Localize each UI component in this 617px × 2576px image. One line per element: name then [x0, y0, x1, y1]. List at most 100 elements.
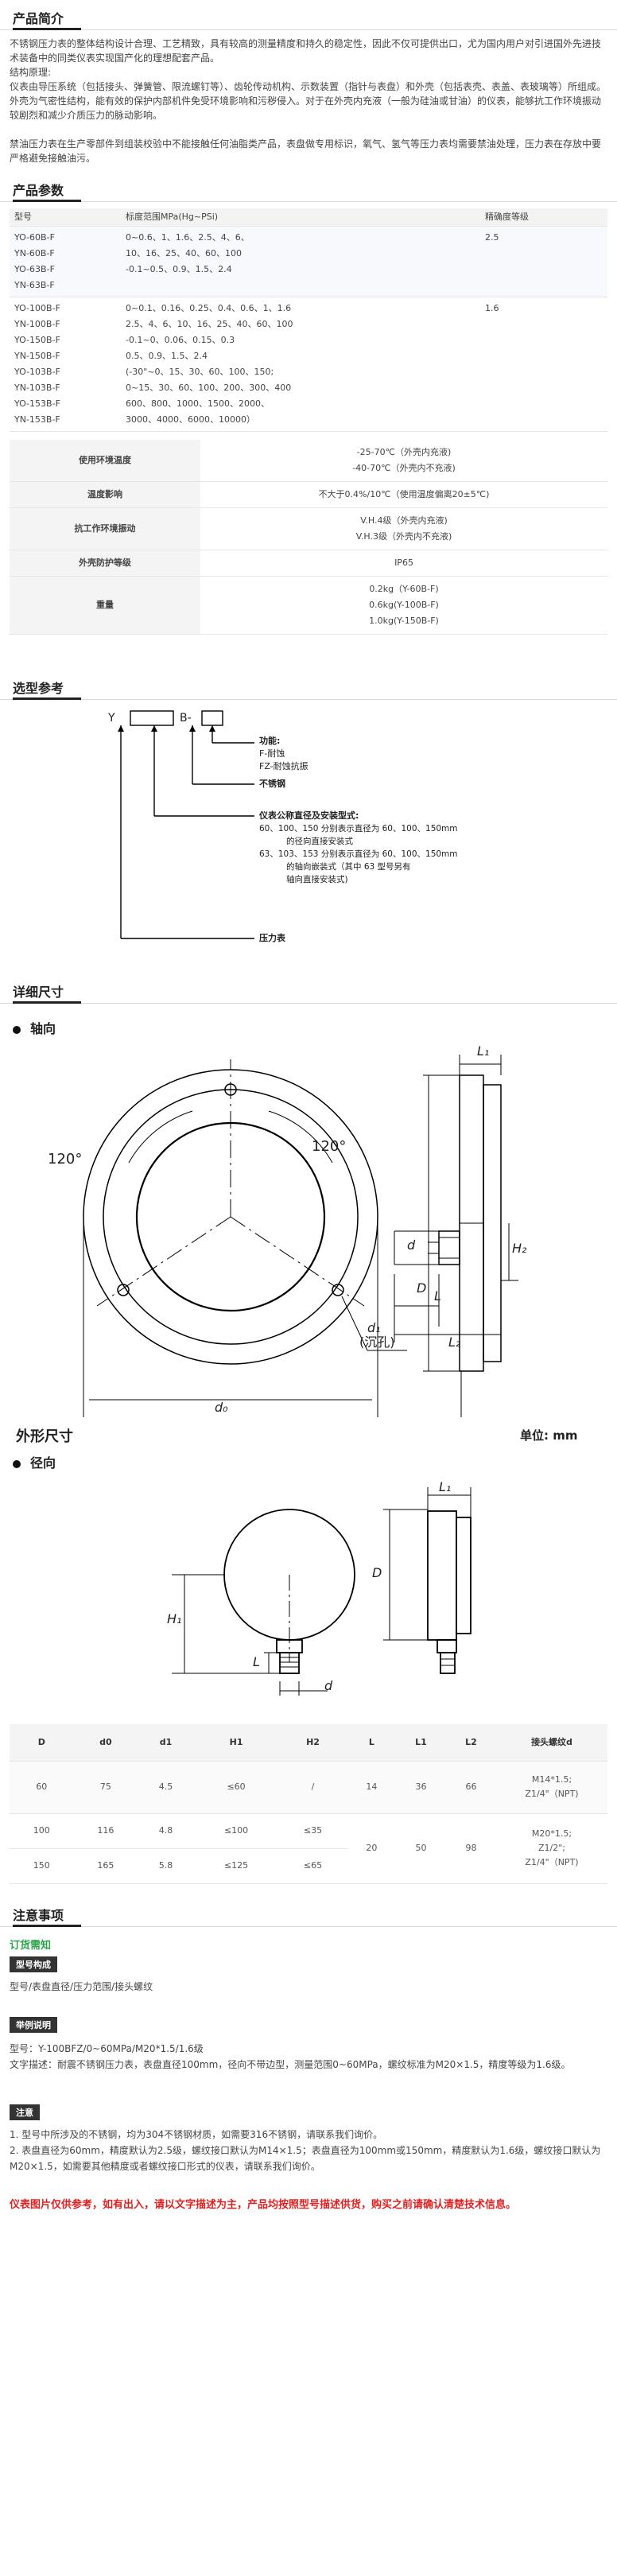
range-cell: 3000、4000、6000、10000）: [126, 414, 255, 425]
tag-row: 举例说明: [0, 2016, 617, 2033]
dim-cell: ≤100: [193, 1813, 279, 1849]
order-title: 订货需知: [10, 1939, 52, 1952]
principle-label: 结构原理:: [10, 67, 52, 78]
model-structure-tag: 型号构成: [10, 1956, 57, 1972]
dim-cell: 100: [10, 1813, 74, 1849]
principle-paragraph: 仪表由导压系统（包括接头、弹簧管、限流螺钉等）、齿轮传动机构、示数装置（指针与表…: [10, 81, 607, 121]
env-label: 重量: [10, 576, 200, 635]
oil-free-paragraph: 禁油压力表在生产零部件到组装校验中不能接触任何油脂类产品，表盘做专用标识，氧气、…: [10, 138, 602, 164]
bullet-icon: [13, 1025, 21, 1034]
range-cell: 2.5、4、6、10、16、25、40、60、100: [126, 319, 293, 329]
group2-models: YO-100B-F YN-100B-F YO-150B-F YN-150B-F …: [10, 297, 121, 432]
thread-line: Z1/2";: [537, 1843, 565, 1853]
code-letter-b: B-: [180, 712, 192, 725]
example-description: 文字描述：耐震不锈钢压力表，表盘直径100mm，径向不带边型，测量范围0~60M…: [10, 2058, 571, 2070]
selection-heading: 选型参考: [13, 681, 64, 696]
env-line: V.H.3级（外壳内不充液): [355, 531, 452, 542]
angle-right-label: 120°: [312, 1138, 347, 1155]
params-header-row: 型号 标度范围MPa(Hg~PSi) 精确度等级: [10, 208, 607, 227]
diameter-box: [130, 710, 174, 726]
params-heading: 产品参数: [13, 183, 64, 198]
dimensions-section-header: 详细尺寸: [0, 975, 617, 1004]
dim-d1: d₁: [367, 1320, 381, 1335]
dim-l1: L₁: [477, 1043, 490, 1059]
dim-cell: 14: [347, 1761, 396, 1814]
model-cell: YO-150B-F: [14, 335, 60, 345]
env-line: -25-70℃（外壳内充液): [356, 447, 452, 457]
dim-h2: H₂: [512, 1241, 527, 1256]
dim-cell: ≤125: [193, 1848, 279, 1884]
outline-title: 外形尺寸: [16, 1428, 73, 1445]
dim-header: d0: [73, 1724, 138, 1762]
env-value: V.H.4级（外壳内充液) V.H.3级（外壳内不充液): [200, 507, 607, 550]
dim-D: D: [417, 1280, 427, 1296]
env-row: 外壳防护等级 IP65: [10, 550, 607, 577]
group2-ranges: 0~0.1、0.16、0.25、0.4、0.6、1、1.6 2.5、4、6、10…: [121, 297, 480, 432]
dim-d-small: d: [407, 1237, 416, 1253]
radial-drawing: L₁ D H₁ L d: [10, 1481, 607, 1724]
model-cell: YO-60B-F: [14, 232, 55, 243]
thread-cell: M14*1.5; Z1/4"（NPT): [496, 1761, 607, 1814]
size-line: 的径向直接安装式: [286, 837, 353, 846]
env-row: 温度影响 不大于0.4%/10℃（使用温度偏离20±5℃): [10, 481, 607, 508]
env-row: 重量 0.2kg（Y-60B-F) 0.6kg(Y-100B-F) 1.0kg(…: [10, 576, 607, 635]
dim-d0: d₀: [215, 1400, 228, 1415]
env-line: 0.2kg（Y-60B-F): [369, 584, 439, 594]
env-line: V.H.4级（外壳内充液): [360, 515, 448, 526]
radial-label: 径向: [30, 1455, 56, 1471]
range-cell: -0.1~0.5、0.9、1.5、2.4: [126, 264, 232, 274]
heading-underline: [13, 697, 81, 700]
thread-cell: M20*1.5; Z1/2"; Z1/4"（NPT): [496, 1813, 607, 1884]
env-row: 使用环境温度 -25-70℃（外壳内充液) -40-70℃（外壳内不充液): [10, 440, 607, 482]
axial-drawing: 120° 120° d₀ d₁ (沉孔) L₁ d L L₂ D H₂: [10, 1043, 607, 1417]
range-cell: [126, 278, 475, 293]
model-cell: YO-63B-F: [14, 264, 55, 274]
heading-underline: [13, 1001, 81, 1004]
dim-h1: H₁: [167, 1611, 182, 1626]
dim-cell: 36: [395, 1761, 446, 1814]
range-cell: -0.1~0、0.06、0.15、0.3: [126, 335, 235, 345]
sink-hole-label: (沉孔): [359, 1335, 395, 1350]
dim-header: 接头螺纹d: [496, 1724, 607, 1762]
dim-cell: 60: [10, 1761, 74, 1814]
thread-line: M14*1.5;: [531, 1774, 572, 1785]
dim-cell: 165: [73, 1848, 138, 1884]
group1-accuracy: 2.5: [480, 226, 607, 297]
env-value: -25-70℃（外壳内充液) -40-70℃（外壳内不充液): [200, 440, 607, 482]
unit-label: 单位: mm: [520, 1428, 578, 1443]
env-label: 外壳防护等级: [10, 550, 200, 577]
dim-l: L: [434, 1288, 441, 1304]
notice-section-header: 注意事项: [0, 1898, 617, 1927]
dim-header: H1: [193, 1724, 279, 1762]
dim-l1: L₁: [439, 1479, 452, 1494]
function-fz: FZ-耐蚀抗振: [259, 761, 308, 771]
axial-label: 轴向: [30, 1021, 56, 1036]
group2-accuracy: 1.6: [480, 297, 607, 432]
thread-line: Z1/4"（NPT): [525, 1789, 579, 1799]
angle-left-label: 120°: [48, 1151, 83, 1168]
env-line: 不大于0.4%/10℃（使用温度偏离20±5℃): [318, 489, 490, 499]
disclaimer-text: 仪表图片仅供参考，如有出入，请以文字描述为主，产品均按照型号描述供货，购买之前请…: [10, 2198, 517, 2211]
dim-header: L1: [395, 1724, 446, 1762]
dim-cell: 4.8: [138, 1813, 194, 1849]
dim-cell: 4.5: [138, 1761, 194, 1814]
radial-subheading: 径向: [0, 1452, 617, 1471]
env-label: 抗工作环境振动: [10, 507, 200, 550]
model-cell: YO-103B-F: [14, 367, 60, 377]
intro-section-header: 产品简介: [0, 2, 617, 30]
axial-subheading: 轴向: [0, 1018, 617, 1037]
header-range: 标度范围MPa(Hg~PSi): [121, 208, 480, 227]
model-cell: YN-103B-F: [14, 383, 60, 393]
model-cell: YO-153B-F: [14, 398, 60, 409]
table-row: 150 165 5.8 ≤125 ≤65: [10, 1848, 607, 1884]
env-line: IP65: [394, 558, 413, 568]
selection-section-header: 选型参考: [0, 671, 617, 700]
params-group-1: YO-60B-F YN-60B-F YO-63B-F YN-63B-F 0~0.…: [10, 226, 607, 297]
model-cell: YN-100B-F: [14, 319, 60, 329]
model-cell: YN-153B-F: [14, 414, 60, 425]
env-label: 温度影响: [10, 481, 200, 508]
heading-underline: [13, 200, 81, 202]
env-value: 不大于0.4%/10℃（使用温度偏离20±5℃): [200, 481, 607, 508]
selection-code-diagram: Y B- 功能: F-耐蚀 FZ-耐蚀抗振 不锈钢 仪表公称直径及安装型式: 6…: [10, 700, 607, 970]
dimensions-table: D d0 d1 H1 H2 L L1 L2 接头螺纹d 60 75 4.5 ≤6…: [10, 1724, 607, 1884]
